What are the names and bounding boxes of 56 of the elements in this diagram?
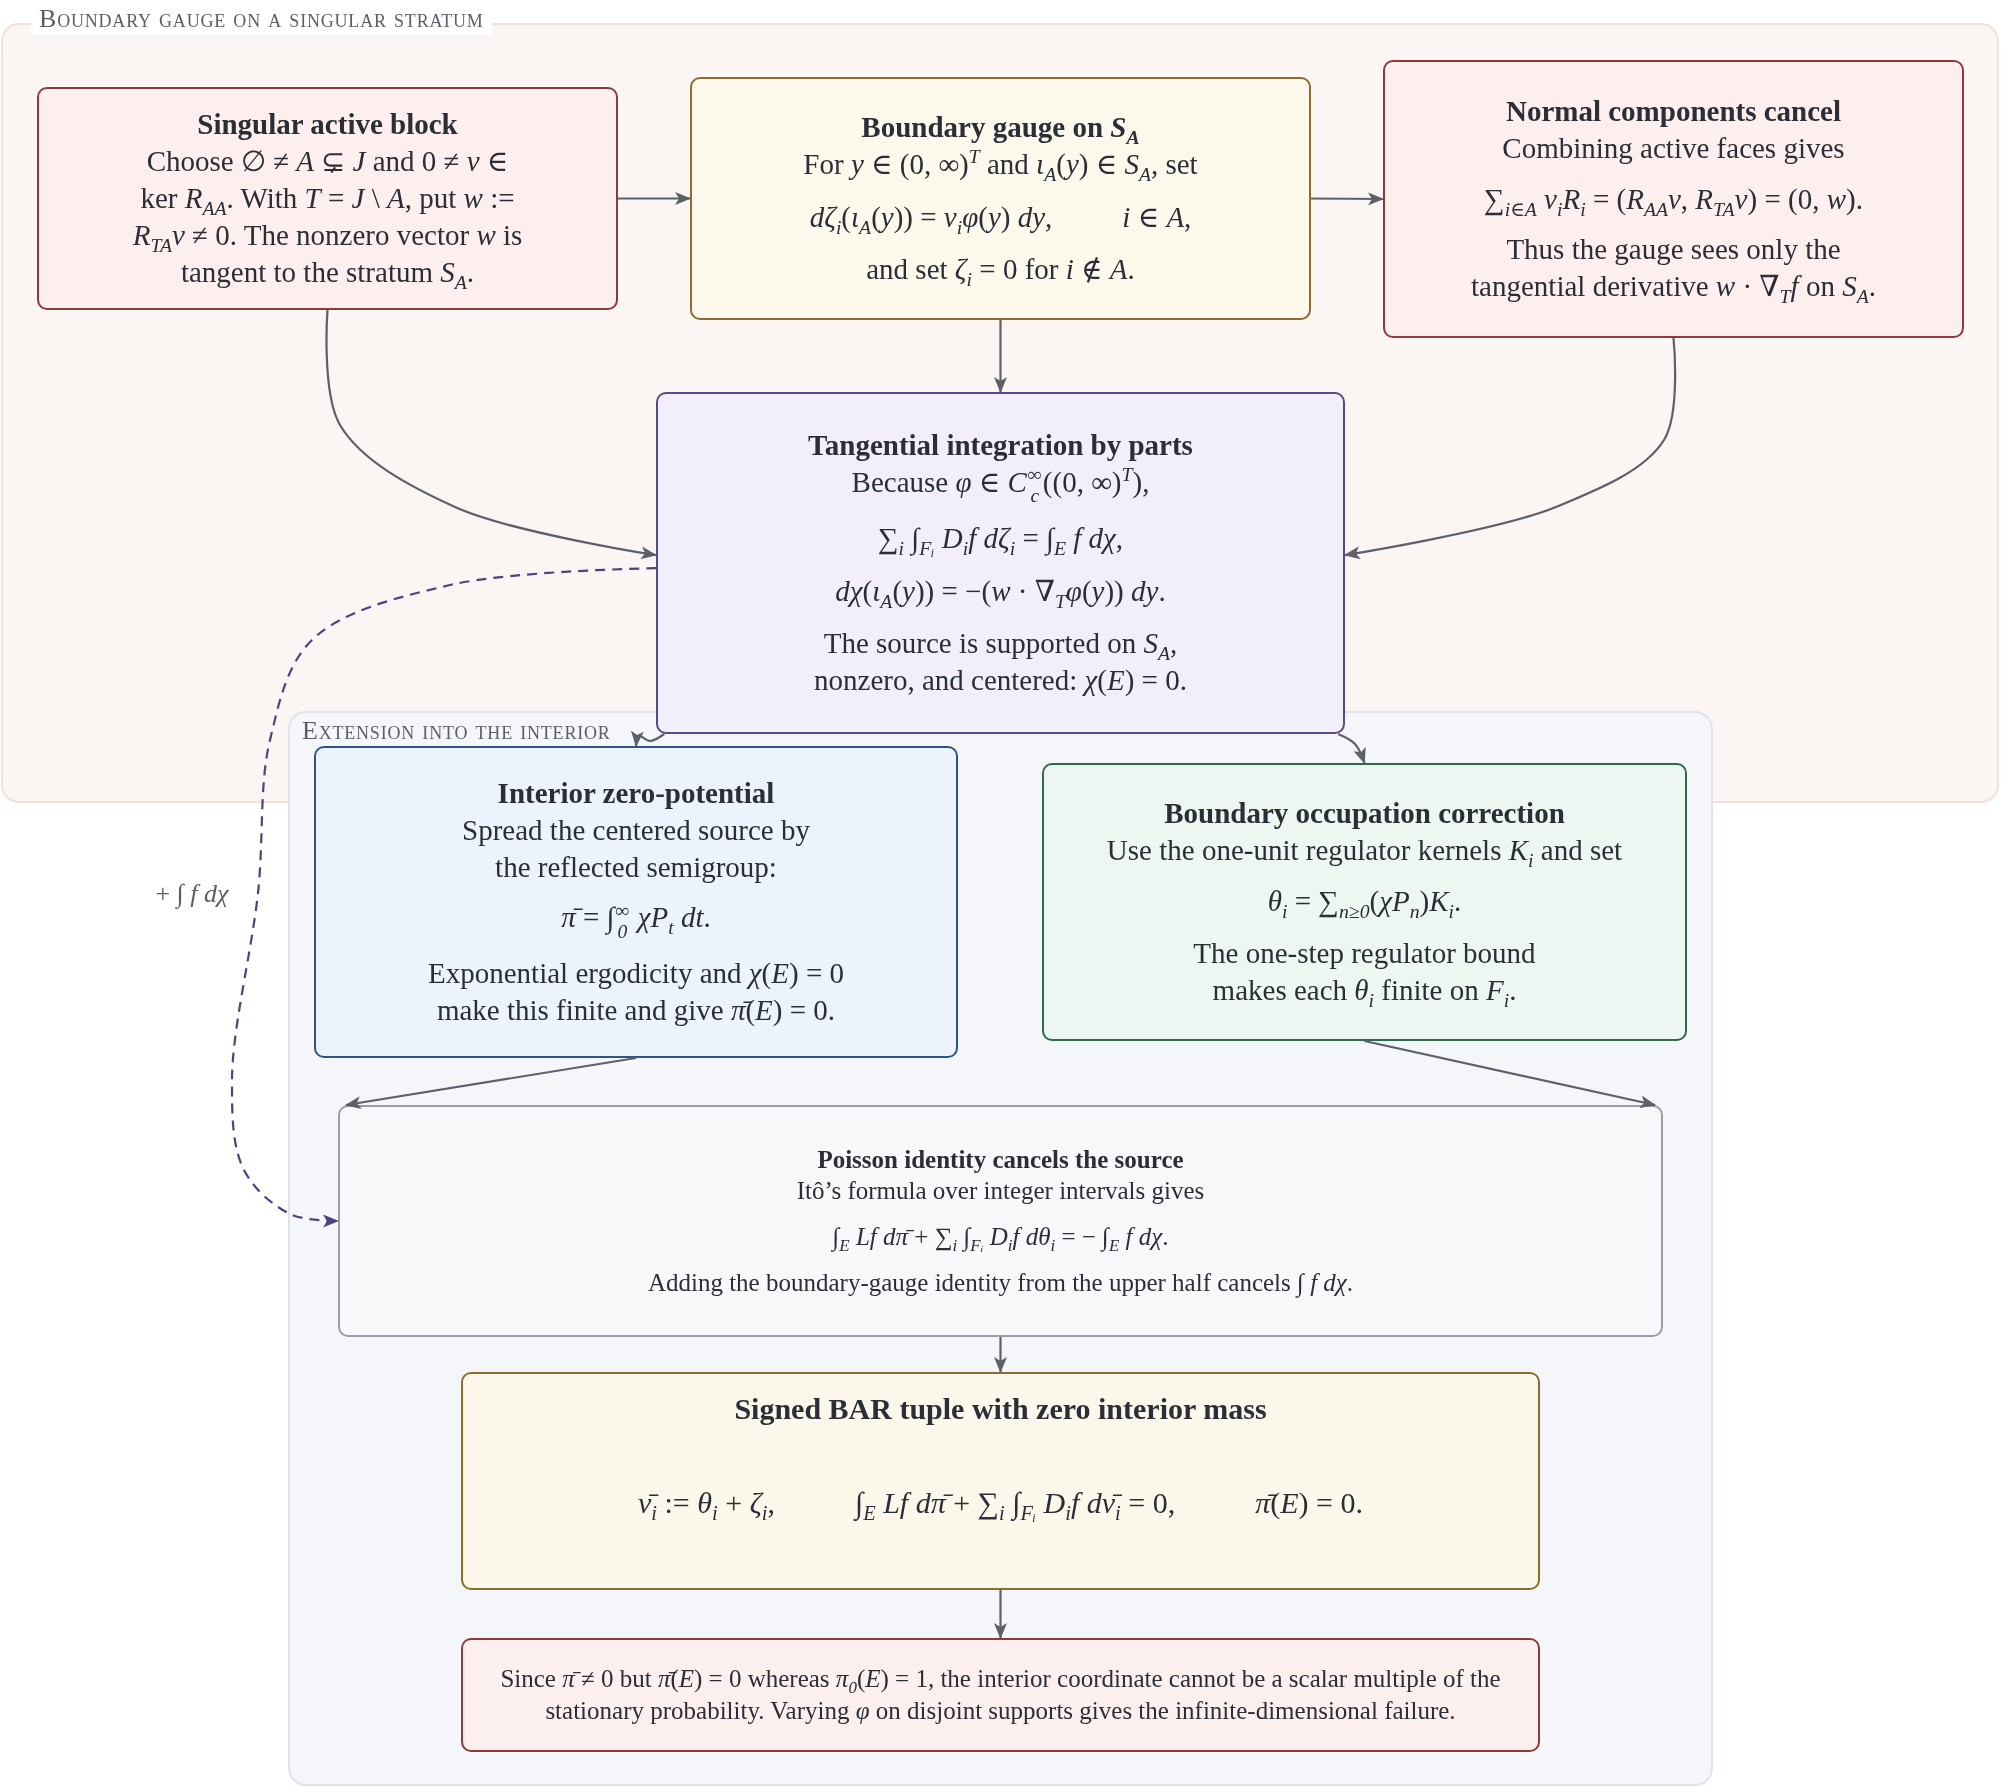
card-text: Exponential ergodicity and χ(E) = 0 make this finite and give π̄(E) = 0. <box>427 956 845 1029</box>
section-panel <box>288 711 1713 1786</box>
card-text: Spread the centered source by the reflected semigroup: <box>461 812 811 885</box>
step-card <box>1383 60 1964 338</box>
card-text: Since π̄ ≠ 0 but π̄(E) = 0 whereas π$_{0}$(E) = 1, the interior coordinate cannot be a scalar multiple of the stationary probability. Varying φ on disjoint supports gives the infinite-dimensional failure. <box>499 1664 1502 1726</box>
arrow <box>994 1337 1007 1373</box>
step-card <box>1042 763 1687 1041</box>
step-card <box>690 77 1311 320</box>
formula: ∫$_{E}$ Lf dπ̄ + ∑$_{i}$ ∫$_{Fᵢ}$ D$_{i}$f dν̄$_{i}$ = 0, <box>854 1485 1176 1523</box>
formula: ∑$_{i∈A}$ v$_{i}$R$_{i}$ = (R$_{AA}$v, R$_{TA}$v) = (0, w). <box>1484 181 1863 218</box>
step-card <box>37 87 618 310</box>
arrow <box>1344 337 1677 560</box>
step-card <box>461 1372 1540 1590</box>
arrow <box>994 1590 1007 1639</box>
formula: i ∈ A, <box>1122 199 1192 235</box>
card-text: Choose ∅ ≠ A ⊊ J and 0 ≠ v ∈ ker R$_{AA}$. With T = J \ A, put w := R$_{TA}$v ≠ 0. The nonzero vector w is tangent to the stratum S$_{A}$. <box>131 144 524 291</box>
dashed-arrow <box>230 567 657 1228</box>
step-card <box>338 1105 1663 1337</box>
card-text: Use the one-unit regulator kernels K$_{i}$ and set <box>1106 832 1623 869</box>
card-text: The source is supported on S$_{A}$, nonzero, and centered: χ(E) = 0. <box>813 626 1188 699</box>
formula: ∑$_{i}$ ∫$_{Fᵢ}$ D$_{i}$f dζ$_{i}$ = ∫$_{E}$ f dχ, <box>877 520 1124 557</box>
formula: π̄ = ∫$_{0}$$^{∞}$ χP$_{t}$ dt. <box>561 899 711 942</box>
card-heading: Boundary gauge on S$_{A}$ <box>861 109 1140 146</box>
arrow <box>618 192 691 205</box>
card-heading: Singular active block <box>197 107 458 143</box>
card-heading: Normal components cancel <box>1505 93 1842 129</box>
arrow <box>1364 1039 1657 1109</box>
card-text: The one-step regulator bound makes each θ$_{i}$ finite on F$_{i}$. <box>1192 936 1537 1010</box>
formula: dζ$_{i}$(ι$_{A}$(y)) = v$_{i}$φ(y) dy, <box>809 199 1053 236</box>
card-heading: Poisson identity cancels the source <box>817 1144 1184 1175</box>
card-text: Itô’s formula over integer intervals gives <box>796 1176 1205 1207</box>
arrow <box>1337 733 1366 764</box>
arrow <box>344 1056 637 1109</box>
arrow <box>325 309 657 560</box>
arrow <box>1311 192 1384 206</box>
card-text: Because φ ∈ C$_{c}$$^{∞}$((0, ∞)$^{T}$), <box>851 463 1150 506</box>
arrow <box>994 320 1007 393</box>
formula: ∫$_{E}$ Lf dπ̄ + ∑$_{i}$ ∫$_{Fᵢ}$ D$_{i}$f dθ$_{i}$ = − ∫$_{E}$ f dχ. <box>832 1222 1169 1253</box>
formula: dχ(ι$_{A}$(y)) = −(w · ∇$_{T}$φ(y)) dy. <box>835 573 1166 610</box>
card-heading: Interior zero-potential <box>497 775 775 811</box>
arrow <box>631 730 665 747</box>
card-heading: Boundary occupation correction <box>1164 795 1565 831</box>
section-title: Extension into the interior <box>301 715 612 747</box>
card-text: For y ∈ (0, ∞)$^{T}$ and ι$_{A}$(y) ∈ S$_{A}$, set <box>803 145 1198 183</box>
step-card <box>656 392 1345 734</box>
formula: π̄(E) = 0. <box>1255 1485 1363 1522</box>
card-text: Combining active faces gives <box>1502 130 1845 166</box>
step-card <box>314 746 958 1058</box>
card-heading: Tangential integration by parts <box>808 427 1193 463</box>
formula: ν̄$_{i}$ := θ$_{i}$ + ζ$_{i}$, <box>638 1485 775 1523</box>
card-text: Adding the boundary-gauge identity from the upper half cancels ∫ f dχ. <box>647 1267 1354 1299</box>
card-heading: Signed BAR tuple with zero interior mass <box>734 1391 1267 1427</box>
card-text: Thus the gauge sees only the tangential derivative w · ∇$_{T}$f on S$_{A}$. <box>1470 232 1877 306</box>
step-card <box>461 1638 1540 1752</box>
card-text: and set ζ$_{i}$ = 0 for i ∉ A. <box>866 252 1135 289</box>
formula: θ$_{i}$ = ∑$_{n≥0}$(χP$_{n}$)K$_{i}$. <box>1267 883 1462 920</box>
